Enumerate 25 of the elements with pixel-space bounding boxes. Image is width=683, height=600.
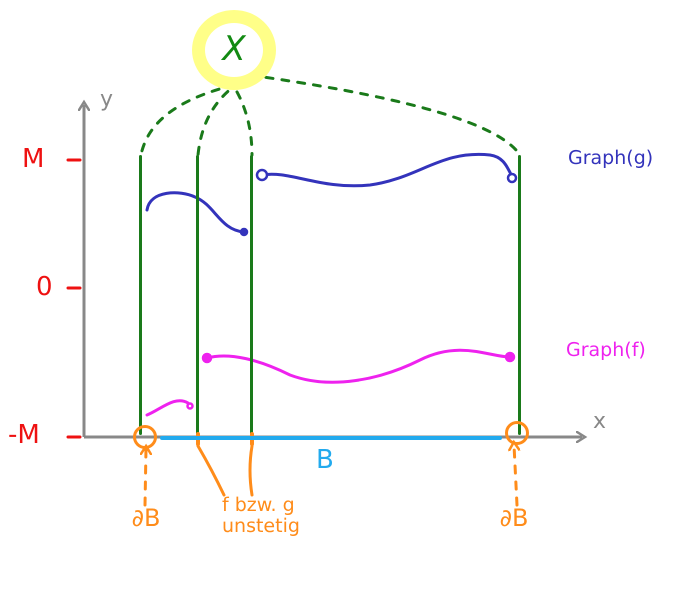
tick-label: -M — [8, 421, 40, 450]
vertical-line — [250, 155, 253, 435]
vertical-line — [139, 155, 142, 435]
endpoint-circle — [505, 421, 529, 445]
endpoint-circle — [133, 425, 157, 449]
dashed-line — [196, 90, 230, 156]
highlighted-symbol: X — [192, 10, 276, 90]
tick-label: M — [22, 145, 44, 174]
set-label: B — [316, 446, 334, 475]
tick-label: 0 — [36, 273, 53, 302]
leader-line — [248, 444, 254, 496]
boundary-label: ∂B — [496, 505, 532, 535]
leader-line — [196, 444, 226, 496]
dashed-line — [236, 90, 254, 156]
interval-bar — [160, 436, 502, 440]
axis-label: x — [593, 410, 606, 434]
boundary-label: ∂B — [128, 505, 164, 535]
axis-label: y — [100, 88, 114, 112]
vertical-line — [196, 155, 199, 435]
vertical-line — [518, 155, 521, 435]
leader-line — [140, 444, 152, 506]
graph-label: Graph(g) — [568, 148, 654, 169]
annotation-text: f bzw. g unstetig — [222, 495, 332, 555]
graph-label: Graph(f) — [566, 340, 646, 361]
leader-line — [508, 440, 520, 506]
